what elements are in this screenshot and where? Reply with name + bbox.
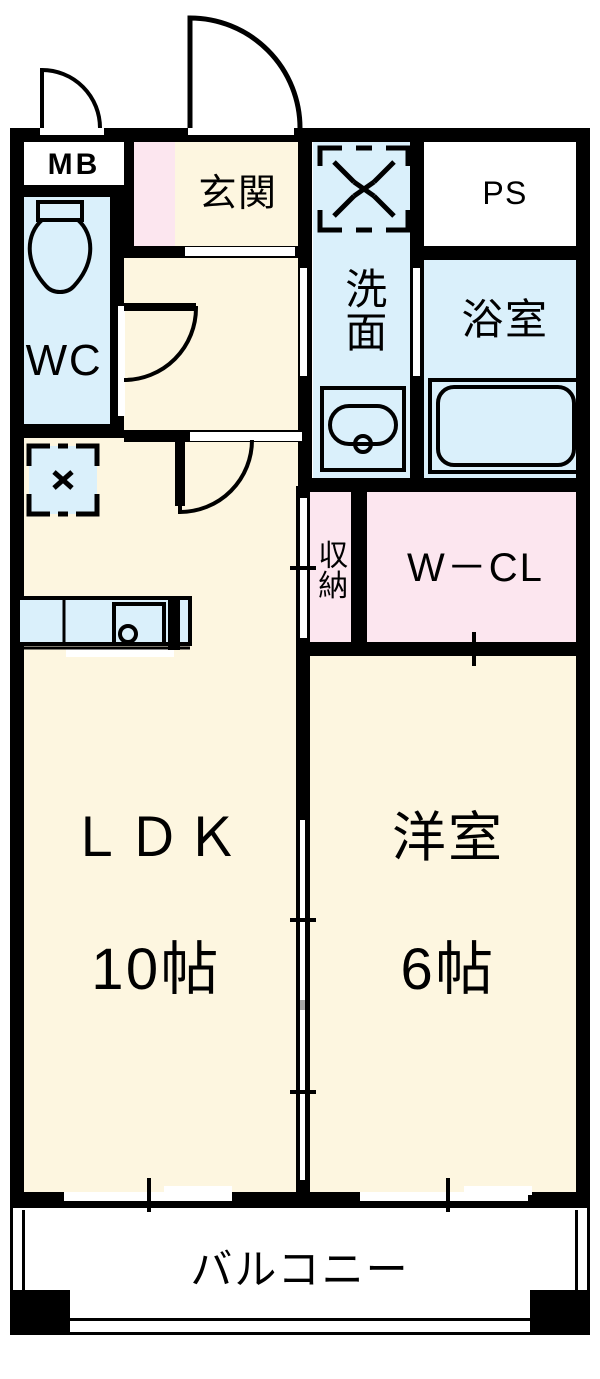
label-ldk-size: 10帖 [91, 936, 221, 1002]
label-youshitsu-size: 6帖 [400, 936, 496, 1002]
wall-senmen-bottom [298, 478, 590, 492]
shoe-cabinet [133, 140, 175, 250]
mb-door-swing-icon [40, 67, 102, 129]
wall-shoecabinet-left [124, 140, 134, 248]
label-senmen: 洗面 [339, 267, 387, 353]
opening-hall-ldk [190, 432, 302, 441]
washing-machine-icon [317, 145, 411, 233]
balcony-rail [22, 1318, 578, 1321]
opening-mb [38, 128, 106, 137]
refrigerator-space-icon [26, 443, 100, 517]
label-ps: PS [482, 175, 528, 212]
kitchen-sink-icon [16, 596, 192, 650]
label-yokushitsu: 浴室 [461, 296, 549, 344]
window-ldk-center-mark [147, 1178, 151, 1212]
room-youshitsu-floor [305, 655, 586, 1195]
outer-wall-right [576, 128, 590, 1206]
opening-wc-door[interactable] [118, 306, 125, 416]
opening-genkan-hall [185, 247, 295, 256]
label-wc: WC [25, 336, 103, 385]
opening-kitchen-wall [66, 648, 174, 657]
balcony-post-left [10, 1290, 70, 1335]
wall-ps-bottom [410, 246, 590, 260]
window-bedroom-balcony[interactable] [360, 1192, 528, 1201]
tick-shuno [290, 566, 316, 570]
label-genkan: 玄関 [198, 173, 278, 216]
label-ldk-name: ＬＤＫ [69, 807, 243, 868]
room-ps-floor [424, 140, 586, 250]
outer-wall-left [10, 128, 24, 1206]
entrance-door-swing-icon [187, 15, 303, 129]
window-bedroom-balcony-b[interactable] [464, 1186, 532, 1195]
tick-wcl [472, 632, 476, 666]
opening-senmen-yokushitsu[interactable] [413, 268, 420, 376]
room-wcl-floor [365, 492, 586, 644]
balcony-post-right [530, 1290, 590, 1335]
sliding-door-mark-bottom [290, 1090, 316, 1094]
bathtub-icon [428, 378, 584, 474]
label-wcl: W－CL [407, 546, 544, 591]
toilet-icon [27, 200, 93, 294]
door-ldk-bedroom-sliding[interactable] [300, 820, 305, 1180]
hall-floor [122, 250, 302, 440]
sliding-door-center-mark [298, 1000, 309, 1010]
balcony-rail-left [22, 1210, 25, 1321]
sink-basin-icon [320, 386, 406, 472]
label-mb: MB [47, 147, 101, 181]
wall-genkan-right [298, 128, 312, 258]
room-genkan-floor [175, 140, 302, 250]
room-balcony [10, 1205, 590, 1335]
opening-hall-senmen[interactable] [300, 268, 307, 376]
label-balcony: バルコニー [190, 1246, 410, 1294]
wall-shuno-right [351, 486, 367, 646]
kitchen-side-wall [168, 598, 180, 650]
sliding-door-mark-top [290, 918, 316, 922]
label-shuno: 収納 [313, 539, 347, 601]
wall-wcl-bottom [298, 642, 590, 656]
window-bedroom-center-mark [446, 1178, 450, 1212]
window-ldk-balcony-b[interactable] [164, 1186, 232, 1195]
wall-wc-bottom [10, 424, 124, 438]
opening-entrance [186, 128, 296, 137]
label-youshitsu-name: 洋室 [391, 807, 505, 868]
wc-door-leaf[interactable] [124, 303, 196, 311]
room-yokushitsu-floor [424, 258, 586, 482]
hall-door-leaf[interactable] [175, 434, 185, 506]
balcony-rail-right [575, 1210, 578, 1321]
wall-mb-bottom [10, 185, 124, 197]
